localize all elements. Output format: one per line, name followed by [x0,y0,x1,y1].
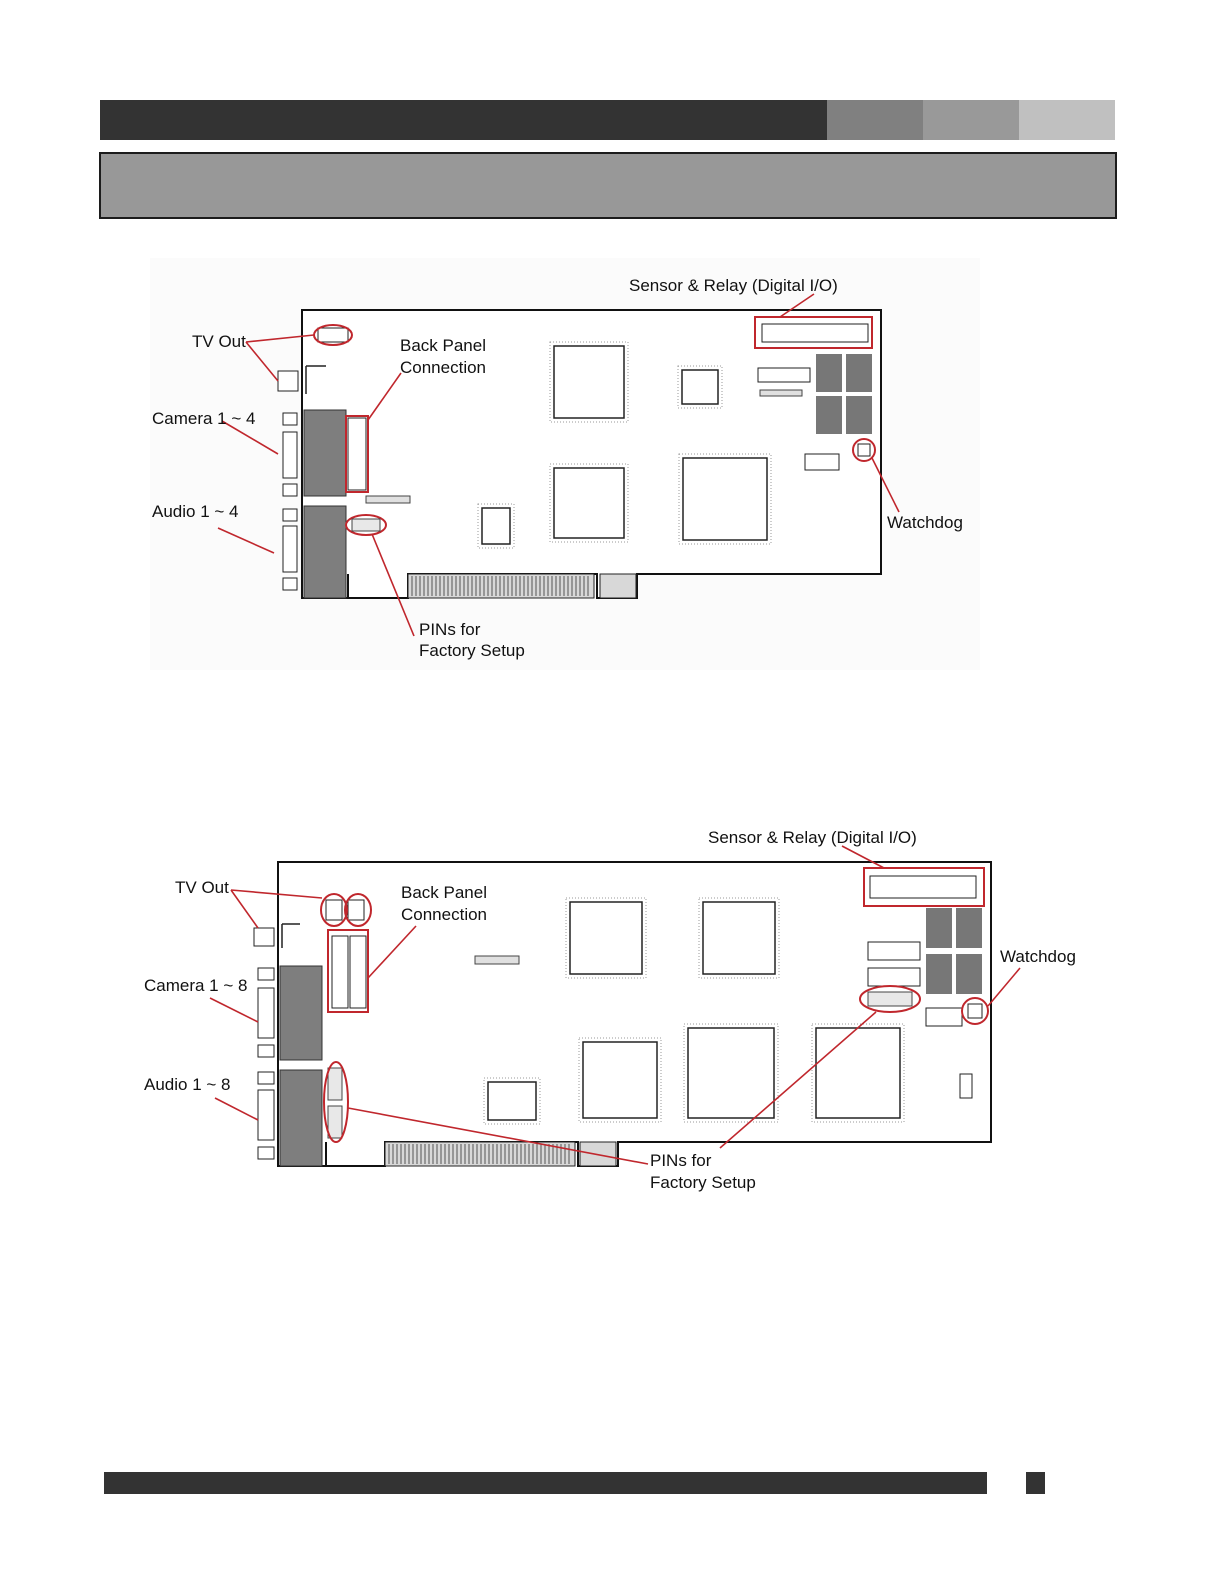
page-number-box [1026,1472,1045,1494]
board-diagram-4ch: TV Out Back Panel Connection Sensor & Re… [150,258,980,670]
pins-label-2: Factory Setup [650,1173,756,1192]
pins-label-2: Factory Setup [419,641,525,660]
back-panel-label-1: Back Panel [401,883,487,902]
back-panel-label-2: Connection [400,358,486,377]
watchdog-label: Watchdog [1000,947,1076,966]
header-bar-dark [100,100,827,140]
audio-label: Audio 1 ~ 4 [152,502,239,521]
footer-bar [104,1472,987,1494]
header-bar-mid [827,100,923,140]
audio-label: Audio 1 ~ 8 [144,1075,231,1094]
pins-label-1: PINs for [650,1151,712,1170]
sensor-relay-label: Sensor & Relay (Digital I/O) [708,828,917,847]
sensor-relay-label: Sensor & Relay (Digital I/O) [629,276,838,295]
pins-label-1: PINs for [419,620,481,639]
header-bar-light [923,100,1019,140]
board-diagram-8ch: TV Out Back Panel Connection Sensor & Re… [140,820,1085,1200]
back-panel-label-2: Connection [401,905,487,924]
camera-label: Camera 1 ~ 4 [152,409,255,428]
camera-label: Camera 1 ~ 8 [144,976,247,995]
header-bar [100,100,1115,140]
header-bar-lighter [1019,100,1115,140]
watchdog-label: Watchdog [887,513,963,532]
back-panel-label-1: Back Panel [400,336,486,355]
tv-out-label: TV Out [192,332,246,351]
tv-out-label: TV Out [175,878,229,897]
section-title-box [99,152,1117,219]
